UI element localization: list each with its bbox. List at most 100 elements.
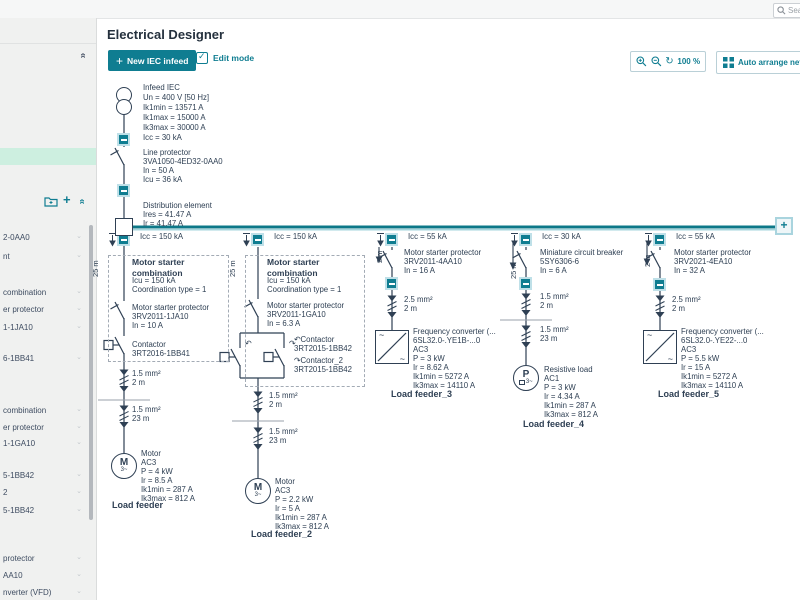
edit-mode-toggle[interactable]: ✓ Edit mode	[196, 51, 255, 64]
chevron-down-icon: ⌄	[76, 439, 82, 446]
sidebar-item[interactable]: 1-1GA10⌄	[3, 439, 82, 448]
search-icon	[777, 6, 786, 15]
auto-arrange-button[interactable]: Auto arrange netw	[716, 51, 800, 74]
sidebar-item[interactable]: nverter (VFD)⌄	[3, 588, 82, 597]
chevron-down-icon: ⌄	[76, 233, 82, 240]
zoom-level: 100 %	[677, 57, 701, 66]
connector-node[interactable]	[117, 184, 130, 197]
auto-arrange-icon	[723, 57, 734, 68]
collapse-all-icon[interactable]: «	[76, 198, 88, 205]
search-box[interactable]	[773, 3, 800, 18]
cable-length-label: 2 m	[643, 254, 652, 267]
sidebar-item[interactable]: combination⌄	[3, 288, 82, 297]
chevron-down-icon: ⌄	[76, 554, 82, 561]
connector-node[interactable]	[519, 233, 532, 246]
connector-node[interactable]	[519, 277, 532, 290]
sidebar-item[interactable]: nt⌄	[3, 252, 82, 261]
chevron-down-icon: ⌄	[76, 506, 82, 513]
zoom-out-icon[interactable]	[651, 56, 662, 67]
infeed-transformer-icon[interactable]	[116, 99, 132, 115]
cw-arrow-icon: ↷	[294, 356, 301, 365]
sidebar-item[interactable]: 1-1JA10⌄	[3, 323, 82, 332]
connector-node[interactable]	[385, 277, 398, 290]
collapse-sidebar-icon[interactable]: «	[77, 52, 89, 59]
infeed-breaker-symbol[interactable]	[110, 147, 125, 166]
chevron-down-icon: ⌄	[76, 423, 82, 430]
connector-node[interactable]	[117, 133, 130, 146]
converter-properties: Frequency converter (...6SL32.0-.YE22-..…	[681, 327, 764, 390]
busbar[interactable]	[133, 225, 778, 231]
chevron-down-icon: ⌄	[76, 488, 82, 495]
sidebar-item[interactable]: combination⌄	[3, 406, 82, 415]
connector-node[interactable]	[653, 278, 666, 291]
cable-length-label: 25 m	[509, 262, 518, 279]
motor-starter-combination-box	[245, 255, 365, 387]
new-folder-icon[interactable]	[44, 195, 58, 207]
ac-glyph: ~	[399, 354, 405, 364]
resistor-glyph	[519, 379, 525, 386]
zoom-in-icon[interactable]	[636, 56, 647, 67]
ac-glyph: ~	[647, 330, 653, 340]
sidebar: « + « 2-0AA0⌄ nt⌄ combination⌄ er protec…	[0, 18, 97, 600]
feeder-label[interactable]: Load feeder_5	[658, 389, 720, 399]
sidebar-scrollbar[interactable]	[89, 225, 93, 520]
cable-length-label: 25 m	[91, 260, 100, 277]
icc-label: Icc = 150 kA	[140, 232, 184, 241]
ac-glyph: ~	[667, 354, 673, 364]
add-item-icon[interactable]: +	[63, 192, 71, 207]
frequency-converter-symbol[interactable]: ~ ~	[643, 330, 677, 364]
distribution-element-node[interactable]	[115, 218, 133, 236]
search-input[interactable]	[788, 6, 800, 15]
top-bar	[0, 0, 800, 19]
check-icon: ✓	[198, 51, 206, 61]
icc-label: Icc = 150 kA	[274, 232, 318, 241]
chevron-down-icon: ⌄	[76, 288, 82, 295]
zoom-controls: ↻ 100 %	[630, 51, 706, 72]
zoom-reset-icon[interactable]: ↻	[665, 55, 674, 67]
sidebar-item[interactable]: protector⌄	[3, 554, 82, 563]
plus-icon: +	[116, 53, 124, 68]
new-iec-infeed-button[interactable]: + New IEC infeed	[108, 50, 197, 71]
add-feeder-button[interactable]: +	[775, 217, 793, 235]
connector-node[interactable]	[385, 233, 398, 246]
feeder-label[interactable]: Load feeder_2	[251, 529, 313, 539]
connector-node[interactable]	[653, 233, 666, 246]
sidebar-item[interactable]: 2⌄	[3, 488, 82, 497]
chevron-down-icon: ⌄	[76, 323, 82, 330]
feeder-label[interactable]: Load feeder	[112, 500, 164, 510]
sidebar-selected-row[interactable]	[0, 148, 96, 165]
feeder-label[interactable]: Load feeder_3	[391, 389, 453, 399]
combination-title: Motor starter combination	[267, 257, 320, 278]
chevron-down-icon: ⌄	[76, 571, 82, 578]
frequency-converter-symbol[interactable]: ~ ~	[375, 330, 409, 364]
sidebar-item[interactable]: 5-1BB42⌄	[3, 506, 82, 515]
sidebar-divider	[0, 43, 96, 44]
sidebar-item[interactable]: AA10⌄	[3, 571, 82, 580]
edit-mode-label: Edit mode	[213, 53, 255, 63]
sidebar-item[interactable]: er protector⌄	[3, 305, 82, 314]
connector-node[interactable]	[251, 233, 264, 246]
sidebar-item[interactable]: 5-1BB42⌄	[3, 471, 82, 480]
edit-mode-checkbox[interactable]: ✓	[196, 51, 208, 64]
sidebar-item[interactable]: 6-1BB41⌄	[3, 354, 82, 363]
sidebar-item[interactable]: er protector⌄	[3, 423, 82, 432]
chevron-down-icon: ⌄	[76, 406, 82, 413]
feeder-label[interactable]: Load feeder_4	[523, 419, 585, 429]
sidebar-item[interactable]: 2-0AA0⌄	[3, 233, 82, 242]
